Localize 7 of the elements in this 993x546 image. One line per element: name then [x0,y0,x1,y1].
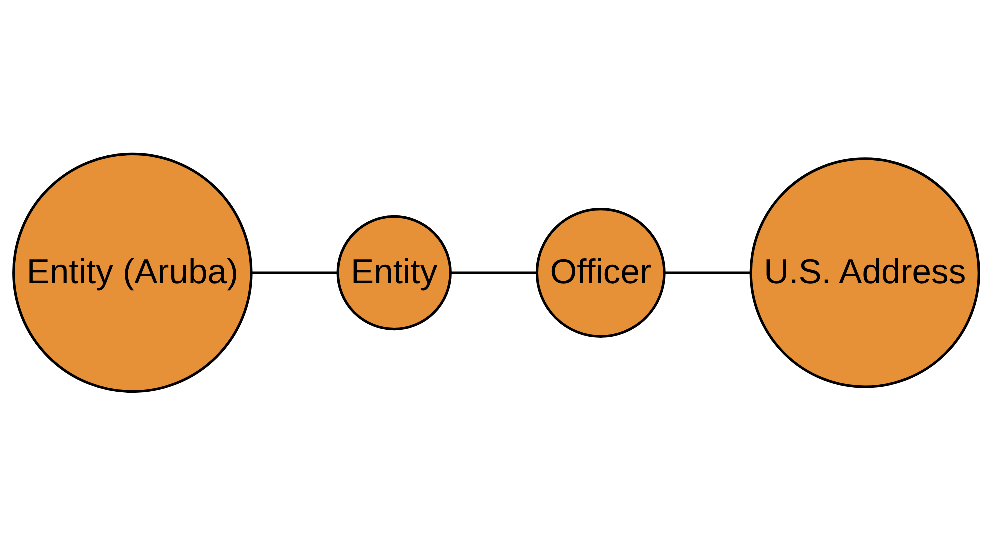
node-circle: Entity [336,215,452,331]
connector [252,272,338,274]
node-circle: Officer [536,208,666,338]
connector [450,272,538,274]
connector [664,272,752,274]
node-circle: Entity (Aruba) [12,152,253,394]
node-circle: U.S. Address [750,158,980,388]
